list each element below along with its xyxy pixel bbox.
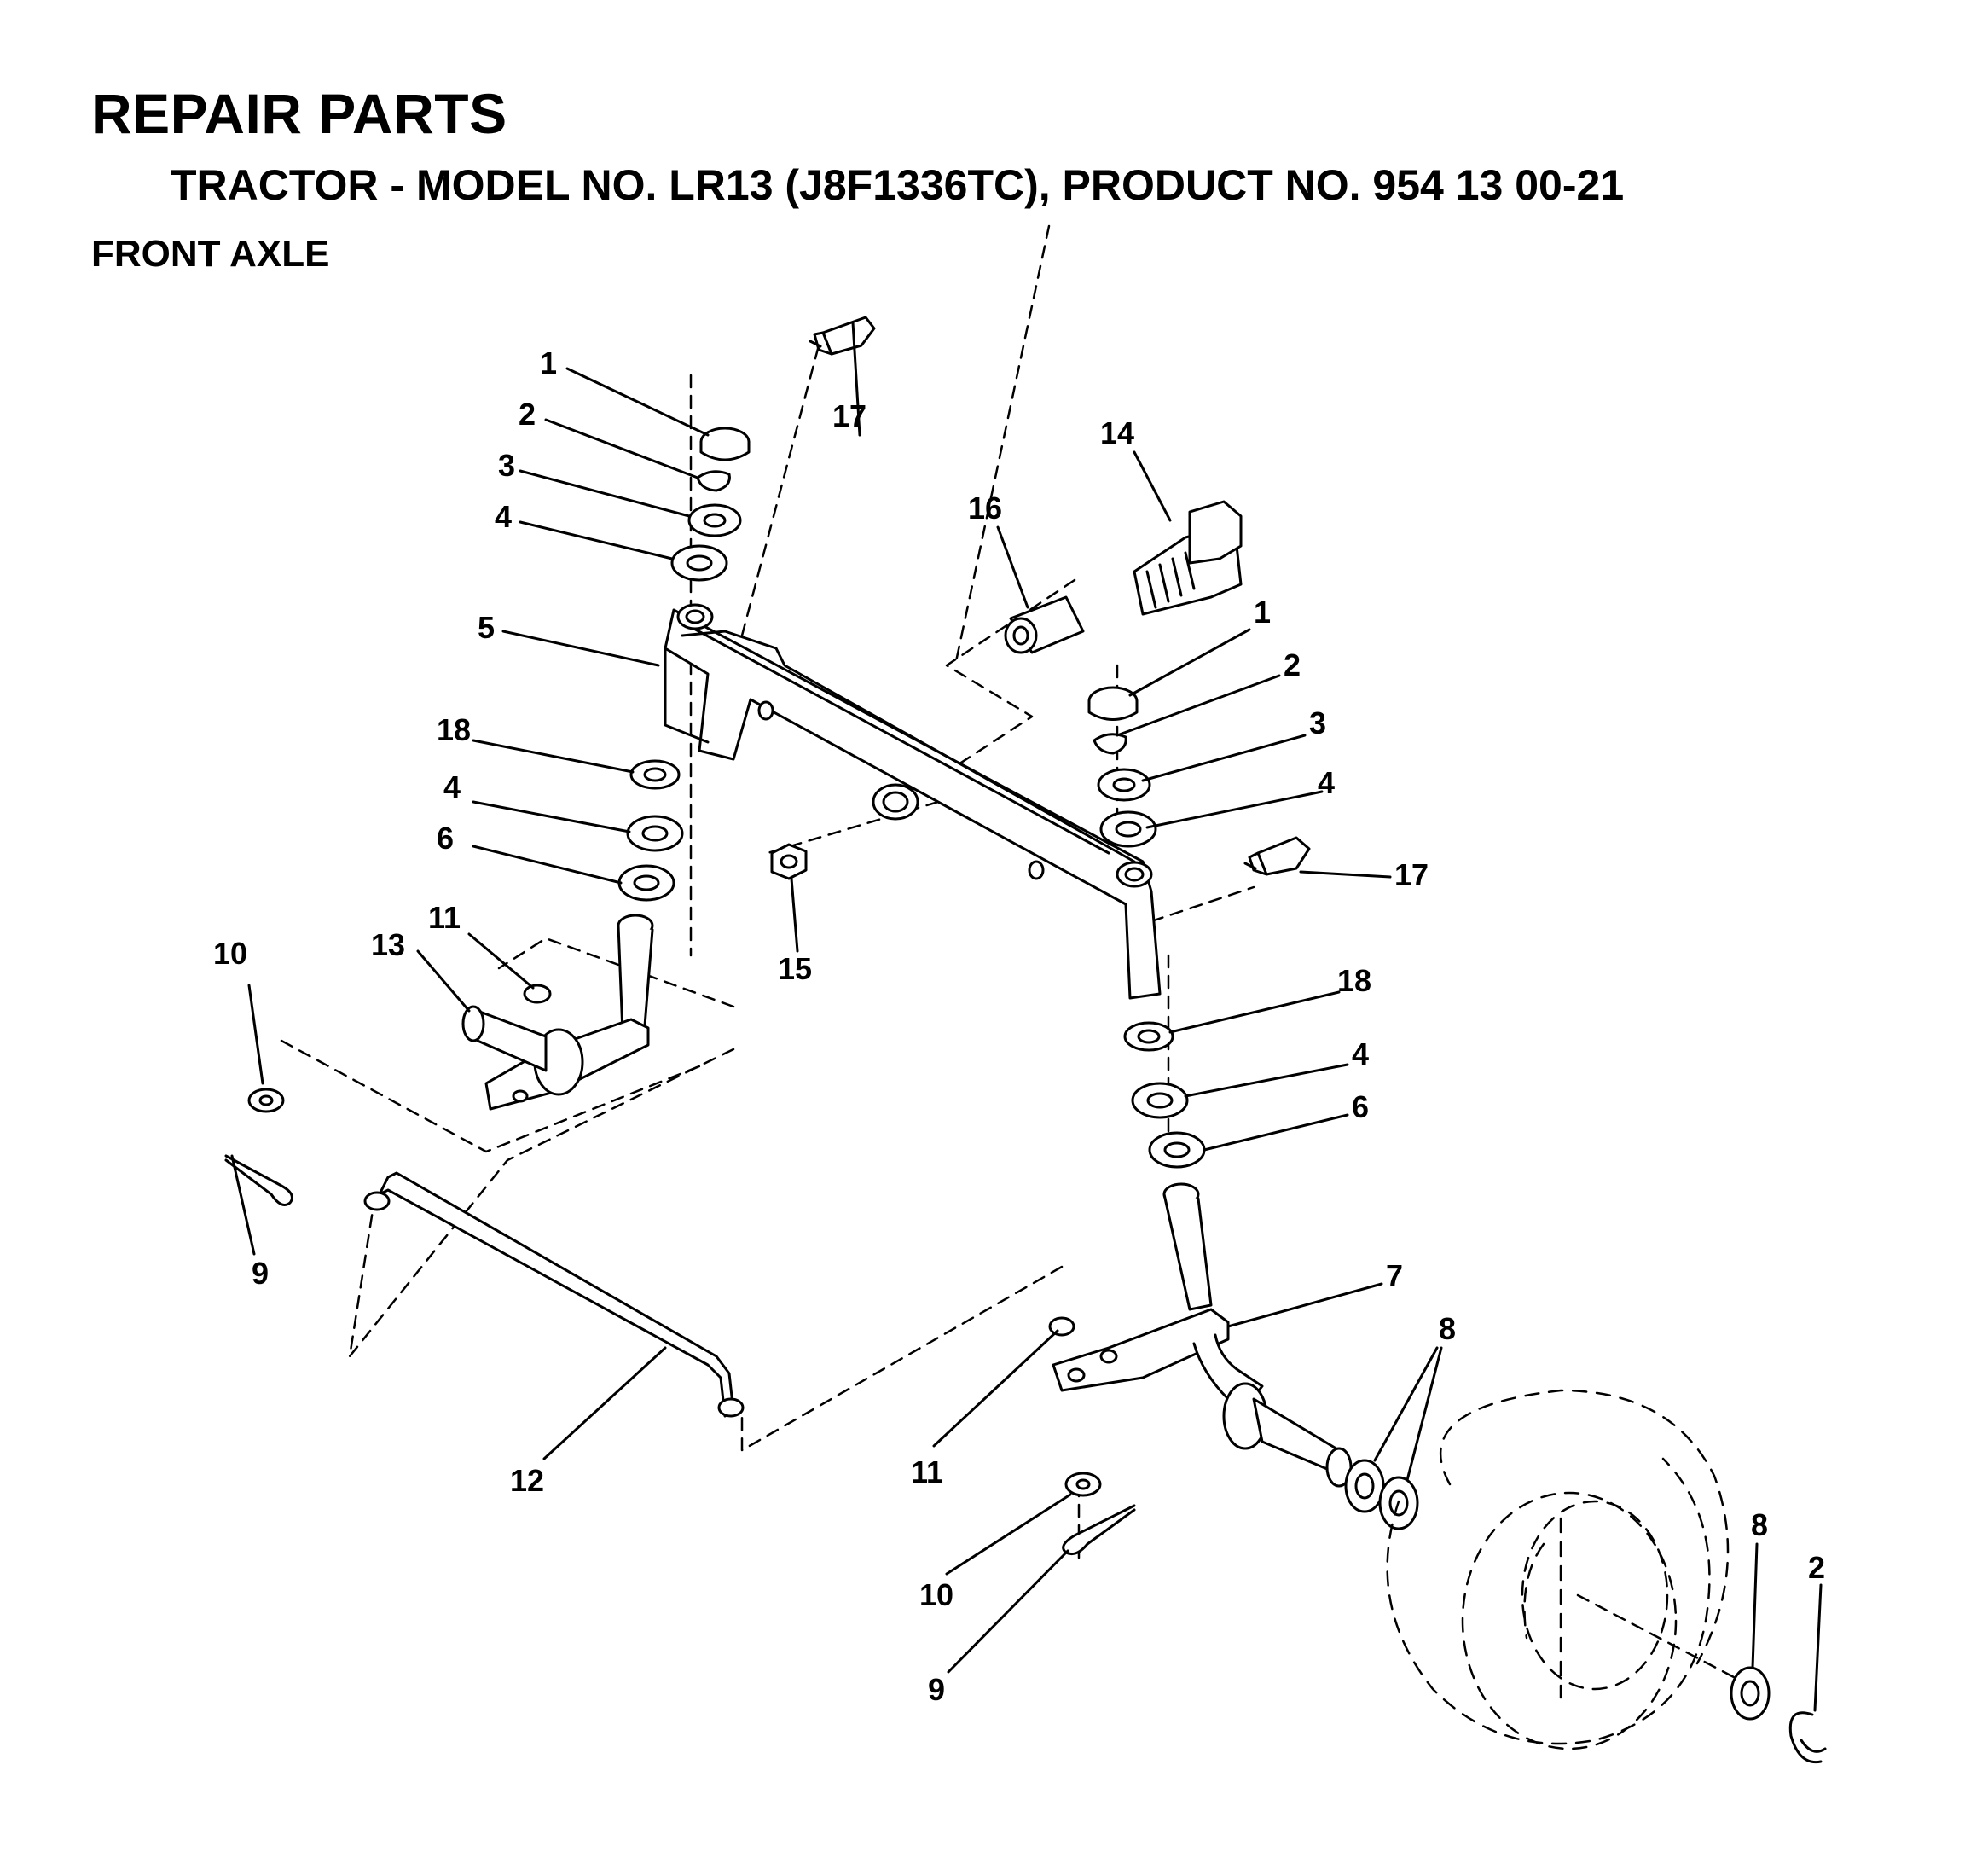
bolt (1133, 500, 1243, 616)
callout-2-right: 2 (1284, 647, 1301, 682)
callout-17-right: 17 (1394, 857, 1429, 892)
callout-4-right-lower: 4 (1352, 1036, 1369, 1071)
right-lower-washers (1123, 1021, 1206, 1169)
callout-4-left-lower: 4 (443, 769, 461, 804)
callout-8-top: 8 (1439, 1311, 1456, 1346)
callout-14: 14 (1100, 415, 1134, 450)
callout-12: 12 (510, 1463, 544, 1498)
callout-6-left: 6 (437, 821, 454, 856)
right-top-hardware (1087, 686, 1157, 848)
callout-17-left: 17 (832, 398, 866, 433)
right-spindle (1048, 1182, 1353, 1488)
callout-10-right: 10 (919, 1577, 953, 1612)
spacer (1004, 595, 1085, 654)
left-spindle (461, 914, 654, 1111)
wheel (1386, 1389, 1730, 1750)
callout-11-right: 11 (911, 1454, 943, 1489)
section-title: FRONT AXLE (91, 233, 330, 275)
callout-4-right-top: 4 (1318, 765, 1335, 800)
wheel-washers (1344, 1459, 1771, 1721)
retaining-ring (1788, 1711, 1827, 1764)
callout-18-right: 18 (1337, 963, 1371, 998)
leader-lines (230, 321, 1823, 1712)
callout-11-left: 11 (428, 900, 461, 935)
nut (770, 843, 808, 880)
callout-4-left-top: 4 (495, 499, 512, 534)
callout-10-left: 10 (213, 936, 247, 971)
callout-18-left: 18 (437, 712, 471, 747)
callout-7: 7 (1386, 1258, 1403, 1293)
callout-numbers: 1 2 3 4 5 17 14 16 1 2 3 4 17 18 4 6 15 … (213, 345, 1825, 1707)
left-washer-cotter (224, 1088, 293, 1206)
grease-fitting-left (809, 316, 876, 356)
model-subtitle: TRACTOR - MODEL NO. LR13 (J8F1336TC), PR… (171, 161, 1625, 209)
callout-5: 5 (478, 610, 495, 645)
right-washer-cotter (1062, 1472, 1136, 1556)
callout-2-left: 2 (519, 397, 536, 432)
callout-2-bottom: 2 (1808, 1550, 1825, 1585)
grease-fitting-right (1243, 836, 1311, 876)
page-title: REPAIR PARTS (91, 82, 507, 145)
callout-6-right: 6 (1352, 1089, 1369, 1124)
callout-1-left: 1 (540, 345, 557, 380)
callout-13: 13 (371, 927, 405, 962)
callout-8-bottom: 8 (1751, 1507, 1768, 1542)
callout-1-right: 1 (1254, 595, 1271, 630)
callout-15: 15 (778, 951, 812, 986)
callout-16: 16 (968, 491, 1002, 525)
drag-link (363, 1171, 745, 1418)
callout-3-right: 3 (1309, 705, 1326, 740)
left-top-hardware (670, 427, 751, 582)
assembly-lines (280, 224, 1750, 1686)
axle-beam (664, 603, 1162, 1000)
callout-9-left: 9 (252, 1256, 269, 1291)
callout-3-left: 3 (498, 448, 515, 483)
callout-9-right: 9 (928, 1672, 945, 1707)
